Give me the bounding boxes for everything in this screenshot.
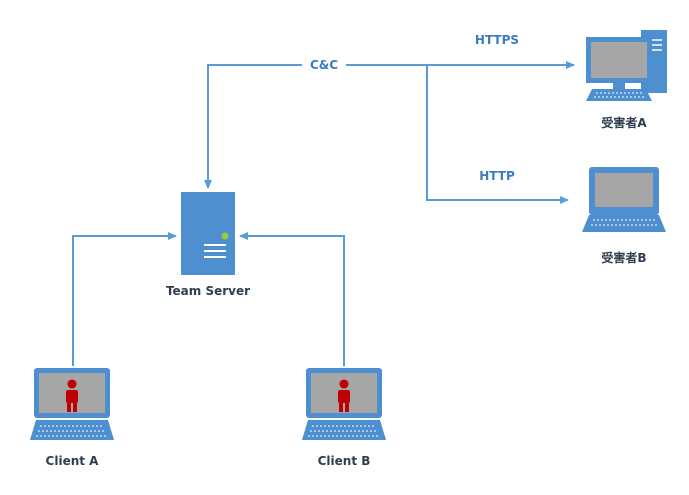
laptop-user-icon — [302, 368, 386, 440]
client-b-label: Client B — [318, 454, 371, 468]
person-icon — [338, 379, 350, 412]
server-icon — [181, 192, 235, 275]
victim-a-label: 受害者A — [601, 115, 647, 130]
connections — [72, 61, 575, 366]
client-a-label: Client A — [46, 454, 100, 468]
team-server-label: Team Server — [166, 284, 250, 298]
http-label: HTTP — [479, 169, 515, 183]
cc-line-to-server — [204, 64, 302, 189]
victim-b-label: 受害者B — [601, 250, 646, 265]
client-a-to-server-line — [72, 232, 177, 366]
laptop-icon — [582, 167, 666, 232]
person-icon — [66, 379, 78, 412]
cc-label: C&C — [310, 58, 338, 72]
client-b-to-server-line — [239, 232, 345, 366]
https-label: HTTPS — [475, 33, 519, 47]
http-line-to-victim-b — [426, 65, 569, 204]
desktop-computer-icon — [586, 30, 667, 101]
laptop-user-icon — [30, 368, 114, 440]
